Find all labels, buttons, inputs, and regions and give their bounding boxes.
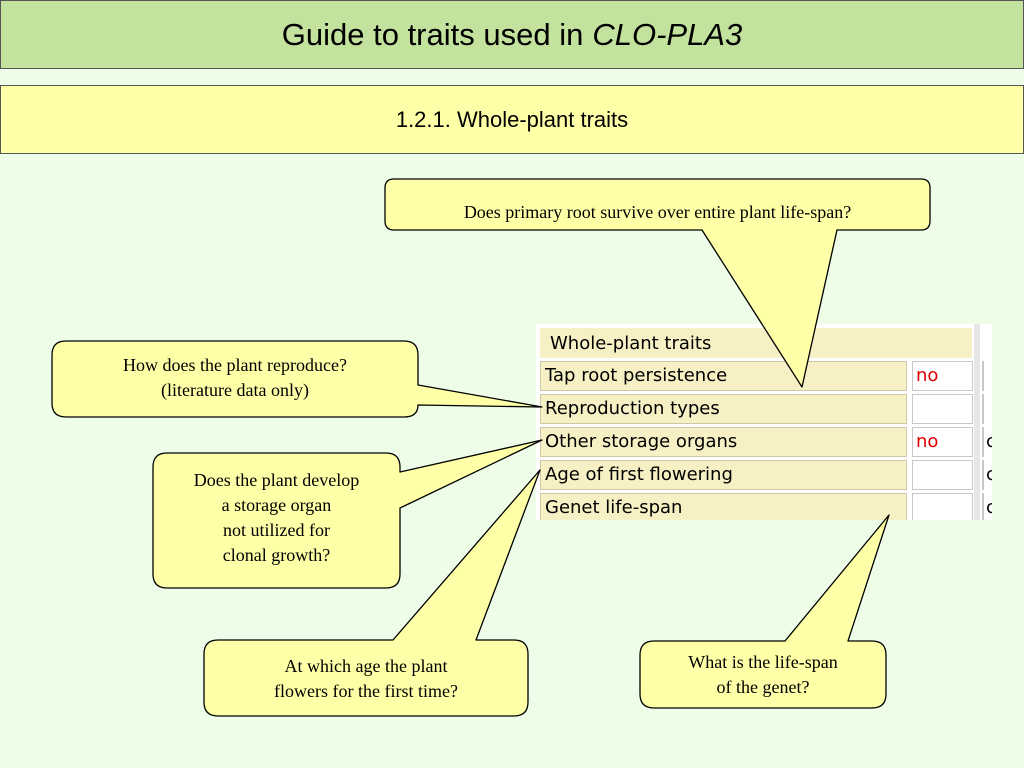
callout-reproduce-shape: [51, 340, 543, 418]
section-title: 1.2.1. Whole-plant traits: [395, 106, 629, 132]
trait-label-genet-lifespan: Genet life-span: [540, 493, 907, 520]
trait-value-reproduction: [912, 394, 973, 424]
callout-lifespan-shape: [639, 514, 890, 709]
trait-value-first-flowering: [912, 460, 973, 490]
callout-age: At which age the plant flowers for the f…: [204, 654, 528, 704]
callout-root-shape: [384, 178, 931, 388]
title-italic-text: CLO-PLA3: [592, 16, 743, 52]
table-stub-cell: c: [982, 427, 992, 457]
callout-line: What is the life-span: [688, 652, 838, 672]
callout-age-shape: [203, 469, 541, 717]
title-text: Guide to traits used in: [281, 16, 584, 52]
table-stub-cell: [982, 361, 992, 391]
callout-line: (literature data only): [161, 380, 309, 400]
callout-lifespan: What is the life-span of the genet?: [640, 650, 886, 700]
trait-label-reproduction: Reproduction types: [540, 394, 907, 424]
callout-line: clonal growth?: [222, 545, 331, 565]
table-column-divider: [974, 324, 980, 520]
section-banner: 1.2.1. Whole-plant traits: [0, 85, 1024, 154]
table-header: Whole-plant traits: [540, 328, 972, 358]
title-banner: Guide to traits used in CLO-PLA3: [0, 0, 1024, 69]
table-stub-cell: c: [982, 460, 992, 490]
callout-storage: Does the plant develop a storage organ n…: [153, 468, 400, 568]
trait-value-tap-root: no: [912, 361, 973, 391]
callout-line: Does the plant develop: [193, 470, 360, 490]
callout-reproduce: How does the plant reproduce? (literatur…: [52, 353, 418, 403]
callout-storage-shape: [152, 439, 543, 589]
callout-line: At which age the plant: [284, 656, 448, 676]
trait-label-tap-root: Tap root persistence: [540, 361, 907, 391]
table-stub-cell: [982, 394, 992, 424]
callout-root: Does primary root survive over entire pl…: [385, 200, 930, 225]
callout-line: a storage organ: [221, 495, 332, 515]
callout-line: How does the plant reproduce?: [123, 355, 347, 375]
callout-root-text: Does primary root survive over entire pl…: [463, 202, 852, 222]
callout-line: of the genet?: [716, 677, 810, 697]
table-stub-cell: c: [982, 493, 992, 520]
callout-line: flowers for the first time?: [274, 681, 458, 701]
trait-value-genet-lifespan: [912, 493, 973, 520]
callout-line: not utilized for: [223, 520, 330, 540]
trait-label-first-flowering: Age of first flowering: [540, 460, 907, 490]
whole-plant-traits-table: Whole-plant traits Tap root persistence …: [536, 324, 992, 520]
trait-label-storage: Other storage organs: [540, 427, 907, 457]
trait-value-storage: no: [912, 427, 973, 457]
